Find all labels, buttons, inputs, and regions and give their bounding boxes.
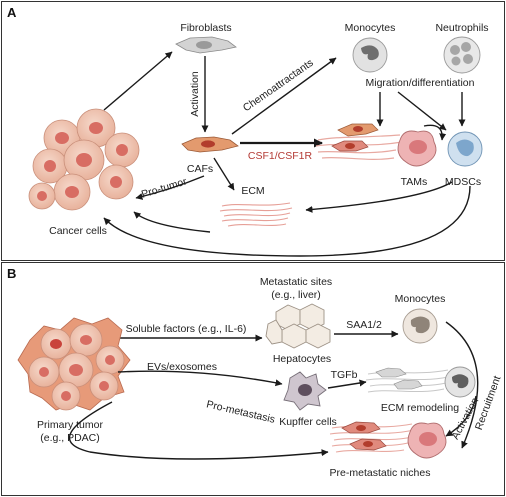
panel-a-letter: A (7, 5, 17, 20)
mdsc-to-cancer-arrow (103, 185, 471, 257)
activation-label: Activation (189, 71, 201, 117)
activation-arrow-b (445, 395, 477, 437)
caf-to-cancer-arrow (135, 175, 205, 200)
metastatic-sites-label-1: Metastatic sites (260, 276, 332, 288)
ecm-label: ECM (241, 185, 264, 197)
primary-tumor-label-1: Primary tumor (37, 419, 103, 431)
fibroblast-icon (175, 36, 237, 54)
tam-to-ecm-arrow (305, 181, 453, 213)
primary-tumor-icon (17, 317, 131, 411)
pro-metastasis-arrow (69, 401, 329, 460)
tgfb-arrow (327, 379, 367, 389)
hepatocytes-label: Hepatocytes (273, 353, 331, 365)
monocyte-icon-a (352, 37, 388, 73)
ecm-to-cancer-arrow (133, 211, 211, 233)
ecm-remodeling-icon (365, 366, 476, 398)
ecm-remodeling-label: ECM remodeling (381, 402, 459, 414)
mdsc-icon (447, 131, 483, 167)
panel-a-frame (1, 1, 505, 261)
tam-polarization-arrow (423, 124, 447, 141)
monocytes-label-b: Monocytes (395, 293, 446, 305)
evs-arrow (117, 370, 283, 387)
monocytes-label-a: Monocytes (345, 22, 396, 34)
fibroblasts-label: Fibroblasts (180, 22, 231, 34)
mdscs-label: MDSCs (445, 176, 481, 188)
csf-label: CSF1/CSF1R (248, 150, 313, 162)
monocyte-to-mdsc-arrow (397, 91, 447, 131)
monocyte-icon-b (402, 308, 438, 344)
kupffer-cell-icon (283, 371, 327, 411)
pre-metastatic-niche-icon (329, 421, 447, 459)
tam-icon (397, 130, 437, 167)
pro-tumor-label: Pro-tumor (140, 175, 189, 200)
chemoattractants-label: Chemoattractants (241, 57, 316, 114)
cafs-label: CAFs (187, 163, 213, 175)
neutrophils-label: Neutrophils (435, 22, 488, 34)
migration-label: Migration/differentiation (366, 77, 475, 89)
tams-label: TAMs (401, 176, 428, 188)
pro-metastasis-label: Pro-metastasis (205, 398, 276, 425)
cancer-cells-label: Cancer cells (49, 225, 107, 237)
soluble-factors-label: Soluble factors (e.g., IL-6) (126, 323, 247, 335)
cancer-to-fibroblast-arrow (103, 51, 173, 111)
neutrophil-icon (443, 36, 481, 74)
cancer-cells-icon (28, 108, 140, 211)
caf-icon (181, 136, 239, 153)
panel-b-letter: B (7, 266, 16, 281)
pmn-label: Pre-metastatic niches (330, 467, 431, 479)
recruitment-arrow (445, 321, 479, 449)
panel-b-frame (1, 262, 505, 496)
tgfb-label: TGFb (331, 369, 358, 381)
hepatocytes-icon (265, 303, 331, 349)
ecm-fibres (219, 202, 293, 227)
saa-label: SAA1/2 (346, 319, 382, 331)
caf-to-ecm-arrow (213, 157, 235, 191)
macrophage-cluster (315, 123, 403, 160)
kupffer-label: Kupffer cells (279, 416, 337, 428)
chemoattractants-arrow (231, 57, 337, 135)
metastatic-sites-label-2: (e.g., liver) (271, 289, 321, 301)
evs-label: EVs/exosomes (147, 361, 217, 373)
